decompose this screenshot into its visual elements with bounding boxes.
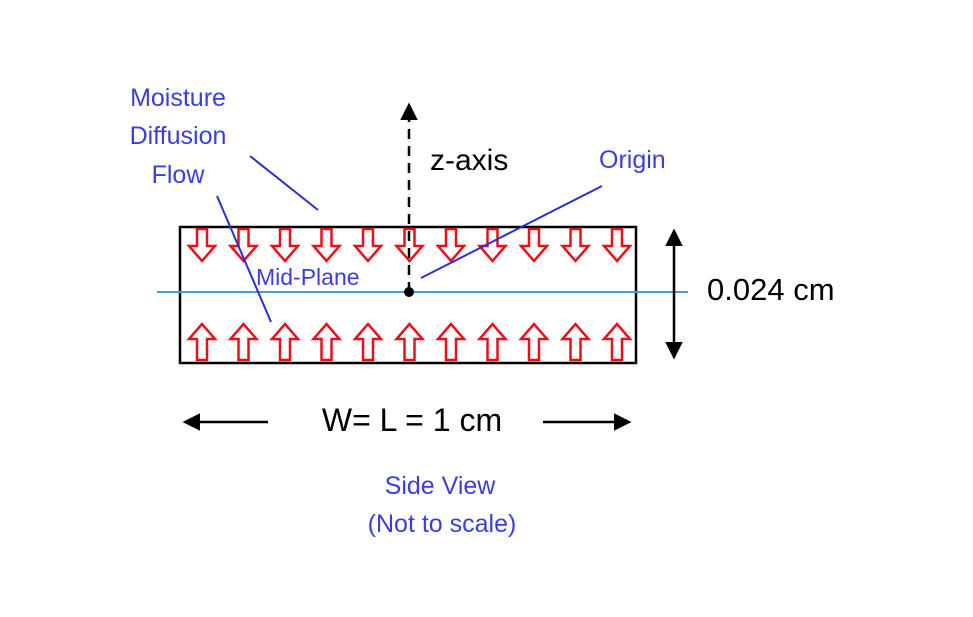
bottom-diffusion-arrows <box>186 322 633 362</box>
diffusion-arrow-down-7 <box>435 227 467 263</box>
diffusion-arrow-down-3 <box>269 227 301 263</box>
diffusion-arrow-up-3 <box>269 322 301 362</box>
diffusion-arrow-up-7 <box>435 322 467 362</box>
origin-label: Origin <box>599 146 666 174</box>
diffusion-arrow-up-10 <box>559 322 592 362</box>
top-diffusion-arrows <box>186 227 633 263</box>
diffusion-arrow-up-5 <box>352 322 384 362</box>
moisture-label-line-3: Flow <box>152 161 206 189</box>
diffusion-arrow-down-10 <box>559 227 592 263</box>
diffusion-arrow-up-1 <box>186 322 218 362</box>
side-view-label: Side View <box>385 472 497 500</box>
moisture-leader-line-1 <box>249 155 319 211</box>
diffusion-arrow-down-1 <box>186 227 218 263</box>
diffusion-arrow-down-2 <box>227 227 260 263</box>
diffusion-arrow-up-4 <box>310 322 343 362</box>
moisture-label-line-2: Diffusion <box>130 122 227 150</box>
origin-point <box>404 287 414 297</box>
diffusion-arrow-down-9 <box>518 227 550 263</box>
origin-leader-line <box>420 185 603 279</box>
moisture-leader-line-2 <box>216 195 272 323</box>
diffusion-arrow-up-6 <box>393 322 426 362</box>
diffusion-arrow-down-4 <box>310 227 343 263</box>
width-length-label: W= L = 1 cm <box>322 402 502 438</box>
mid-plane-label: Mid-Plane <box>256 264 360 290</box>
moisture-label-line-1: Moisture <box>130 84 226 112</box>
diffusion-arrow-up-9 <box>518 322 550 362</box>
thickness-label: 0.024 cm <box>707 272 835 307</box>
diffusion-arrow-up-2 <box>227 322 260 362</box>
diffusion-arrow-up-8 <box>476 322 509 362</box>
z-axis-label: z-axis <box>430 144 508 177</box>
diffusion-arrow-down-11 <box>601 227 633 263</box>
not-to-scale-label: (Not to scale) <box>368 510 517 538</box>
diffusion-arrow-up-11 <box>601 322 633 362</box>
diffusion-arrow-down-6 <box>393 227 426 263</box>
diffusion-arrow-down-5 <box>352 227 384 263</box>
diffusion-arrow-down-8 <box>476 227 509 263</box>
